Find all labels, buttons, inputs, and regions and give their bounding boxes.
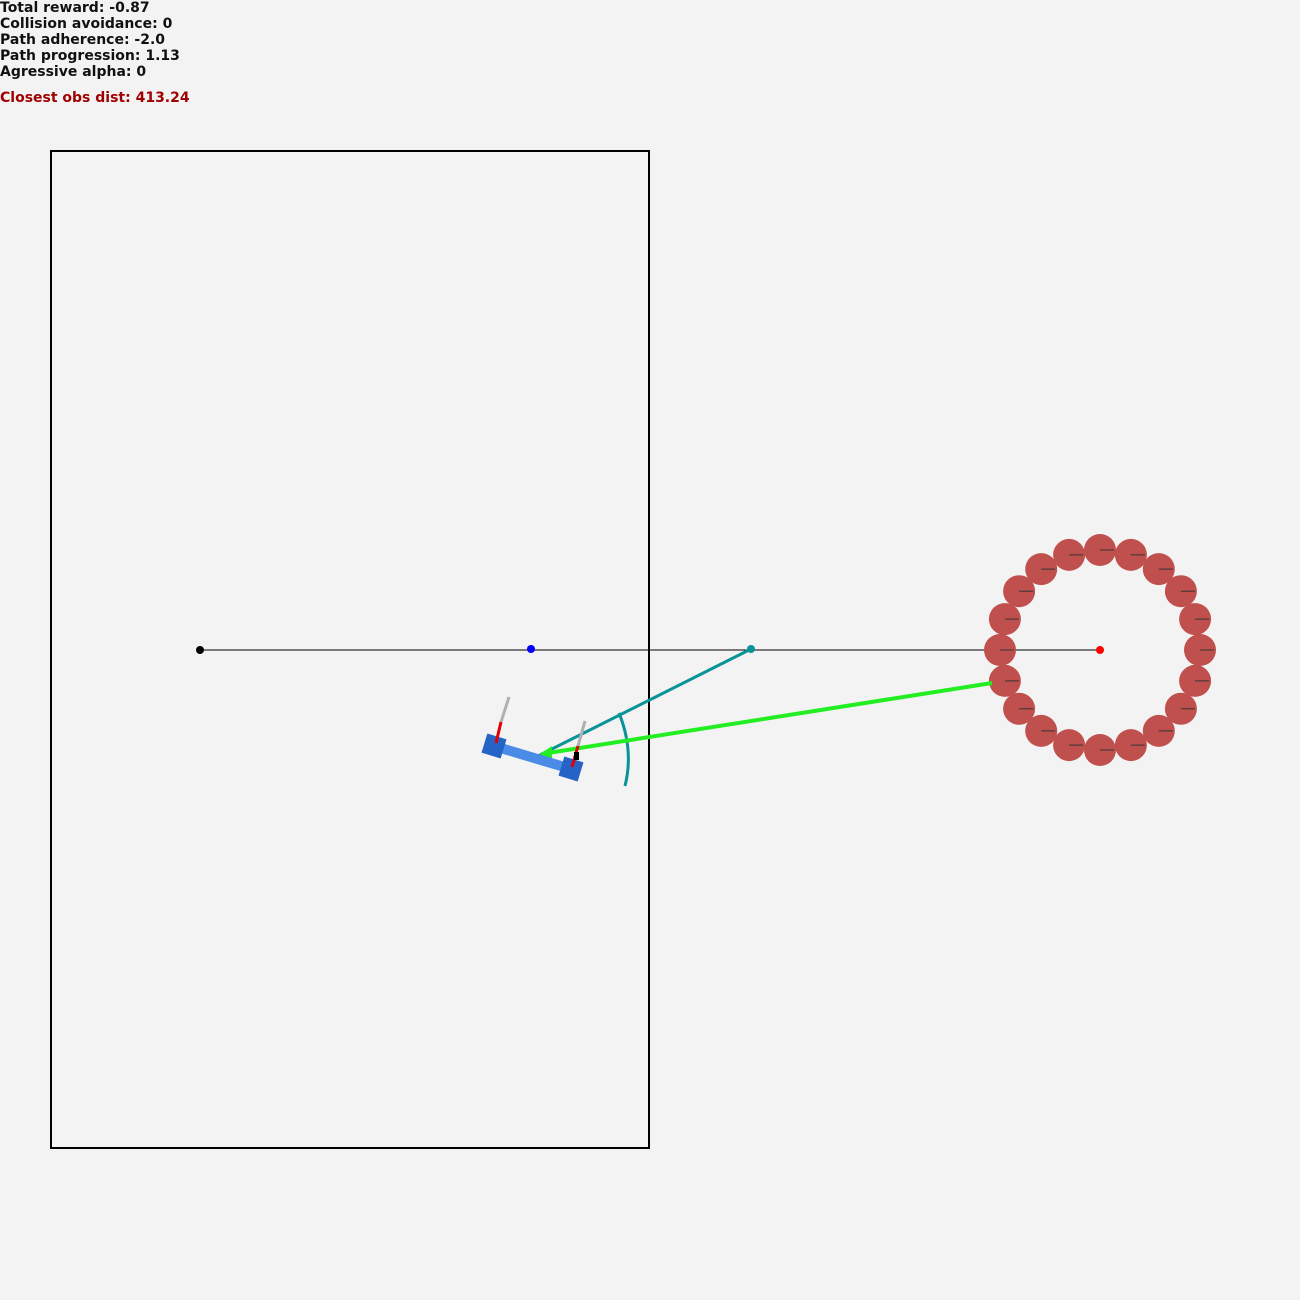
closest-obstacle-distance-text: Closest obs dist: 413.24 — [0, 90, 190, 106]
front-marker — [574, 752, 579, 760]
rear-wheel — [481, 733, 507, 759]
path-adherence-text: Path adherence: -2.0 — [0, 32, 166, 48]
path-closest-point — [527, 645, 535, 653]
goal-point — [1096, 646, 1104, 654]
obstacle-ring — [984, 534, 1216, 766]
vehicle-axle — [492, 741, 573, 774]
lookahead-line — [537, 647, 752, 758]
reward-hud: Total reward: -0.87 Collision avoidance:… — [0, 0, 190, 106]
collision-avoidance-text: Collision avoidance: 0 — [0, 16, 173, 32]
lookahead-point — [747, 645, 755, 653]
rear-steer-indicator — [494, 721, 503, 744]
total-reward-text: Total reward: -0.87 — [0, 0, 150, 16]
heading-error-arc — [617, 712, 630, 787]
path-start-point — [196, 646, 204, 654]
aggressive-alpha-text: Agressive alpha: 0 — [0, 64, 147, 80]
path-progression-text: Path progression: 1.13 — [0, 48, 180, 64]
front-heading-indicator — [576, 720, 587, 747]
rear-heading-indicator — [499, 696, 511, 723]
closest-obstacle-ray — [547, 681, 993, 755]
vehicle — [481, 696, 587, 782]
front-wheel — [558, 756, 584, 782]
